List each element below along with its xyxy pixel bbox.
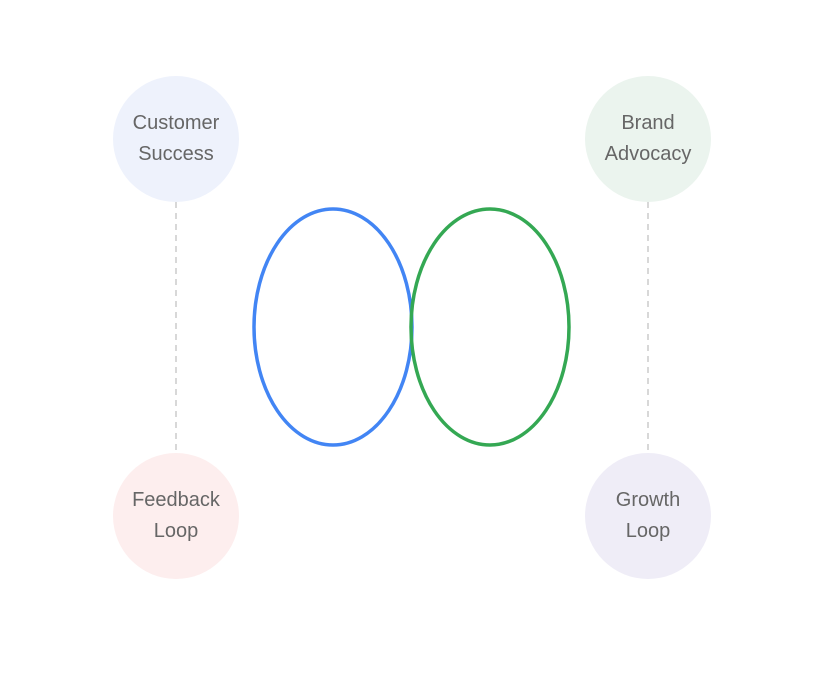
customer-success-label-line1: Customer [132,112,220,134]
customer-success-label-line2: Success [138,143,214,165]
feedback-loop-label-line1: Feedback [132,489,220,511]
brand-advocacy-label: Brand Advocacy [605,108,692,170]
feedback-loop-node: Feedback Loop [113,453,239,579]
customer-success-label: Customer Success [133,108,220,170]
feedback-loop-label-line2: Loop [153,520,199,542]
growth-loop-label-line2: Loop [625,520,671,542]
customer-success-node: Customer Success [113,76,239,202]
feedback-loop-label: Feedback Loop [132,485,220,547]
growth-loop-label-line1: Growth [615,489,681,511]
left-loop-ellipse [252,207,414,447]
right-loop-ellipse [409,207,571,447]
brand-advocacy-label-line1: Brand [621,112,675,134]
brand-advocacy-label-line2: Advocacy [604,143,692,165]
brand-advocacy-node: Brand Advocacy [585,76,711,202]
growth-loop-label: Growth Loop [616,485,680,547]
growth-loop-node: Growth Loop [585,453,711,579]
